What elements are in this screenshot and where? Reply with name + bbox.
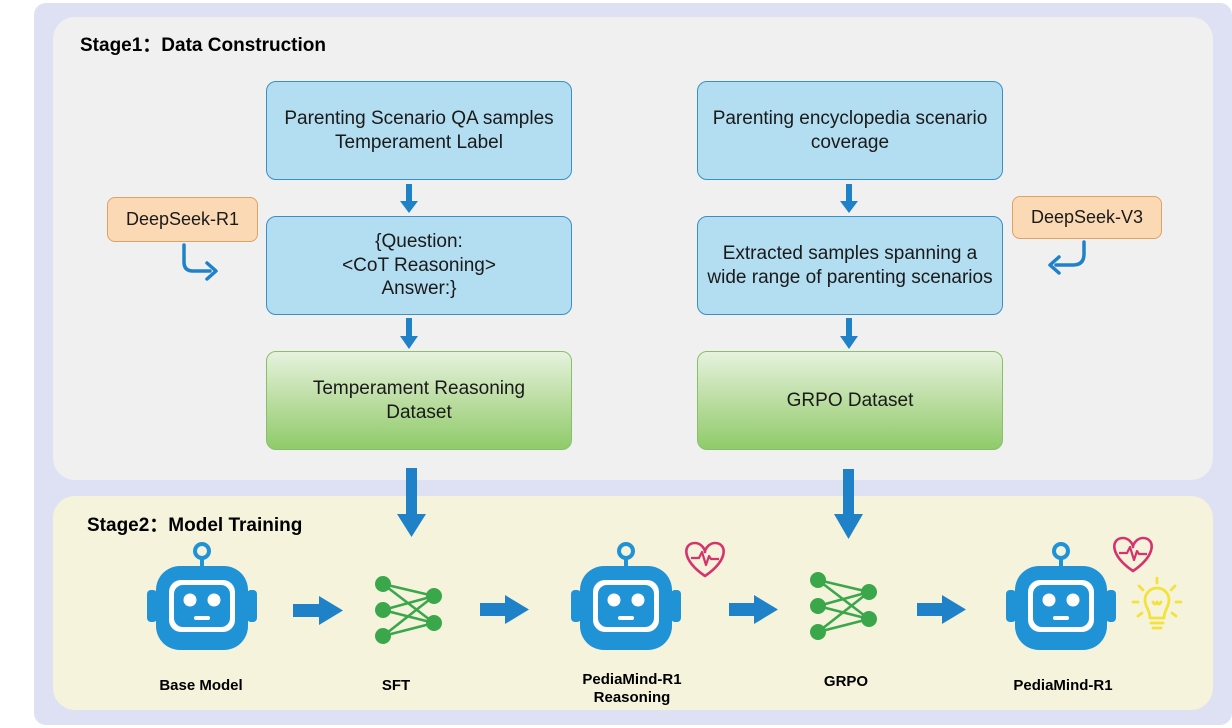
curved-arrow-icon [182,243,218,281]
extracted-samples-box: Extracted samples spanning a wide range … [697,216,1003,315]
arrow-down-icon [400,184,418,213]
neural-network-icon [373,574,444,646]
temperament-dataset-box: Temperament Reasoning Dataset [266,351,572,450]
lightbulb-icon [1131,576,1183,630]
heart-icon [685,541,725,578]
arrow-down-icon [840,184,858,213]
pediamind-reasoning-label: PediaMind-R1 Reasoning [582,671,682,706]
arrow-down-icon [840,318,858,349]
base-model-label: Base Model [159,677,243,694]
robot-icon [145,542,259,652]
deepseek-v3-box: DeepSeek-V3 [1012,196,1162,239]
robot-icon [1004,542,1118,652]
cot-format-box: {Question: <CoT Reasoning> Answer:} [266,216,572,315]
qa-samples-box: Parenting Scenario QA samples Temperamen… [266,81,572,180]
stage2-title: Stage2：Model Training [87,515,303,536]
sft-label: SFT [381,677,411,694]
arrow-down-icon [400,318,418,349]
arrow-down-icon [834,469,863,539]
encyclopedia-box: Parenting encyclopedia scenario coverage [697,81,1003,180]
grpo-label: GRPO [823,673,869,690]
grpo-dataset-box: GRPO Dataset [697,351,1003,450]
arrow-down-icon [397,468,426,537]
arrow-right-icon [480,595,529,624]
arrow-right-icon [729,595,778,624]
neural-network-icon [808,570,879,642]
robot-icon [569,542,683,652]
arrow-right-icon [917,595,966,624]
heart-icon [1113,536,1153,573]
stage1-title: Stage1：Data Construction [80,35,326,56]
arrow-right-icon [293,596,343,625]
deepseek-r1-box: DeepSeek-R1 [107,197,258,242]
stage1-panel [53,17,1213,480]
curved-arrow-icon [1048,240,1086,275]
pediamind-r1-label: PediaMind-R1 [1013,677,1113,694]
